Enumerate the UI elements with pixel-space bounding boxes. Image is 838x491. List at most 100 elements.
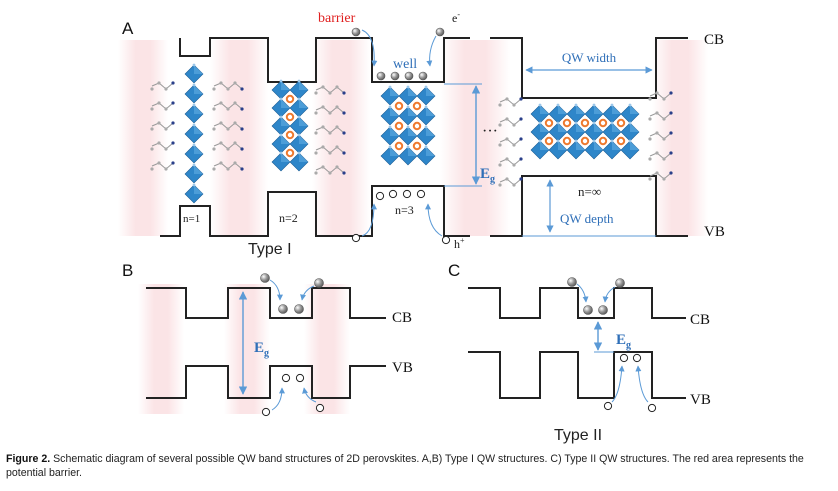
organic-chain xyxy=(150,121,175,131)
octahedron xyxy=(271,151,291,172)
qw-depth-label: QW depth xyxy=(560,211,614,226)
vb-label-c: VB xyxy=(690,392,711,408)
hole-label: h+ xyxy=(454,236,465,251)
octahedron xyxy=(184,143,204,164)
n1-label: n=1 xyxy=(183,213,200,225)
perovskite-layers xyxy=(150,63,673,204)
eg-label-b: Eg xyxy=(254,340,269,359)
octahedron xyxy=(184,183,204,204)
octahedron xyxy=(289,151,309,172)
vb-label-b: VB xyxy=(392,360,413,376)
barrier-shading-a xyxy=(118,40,708,236)
organic-chain xyxy=(648,111,673,121)
ellipsis: ··· xyxy=(482,123,498,140)
figure-label: Figure 2. xyxy=(6,453,51,465)
organic-chain xyxy=(498,157,523,167)
electron-label: e- xyxy=(452,10,460,25)
organic-chain xyxy=(150,161,175,171)
organic-chain xyxy=(648,151,673,161)
a-site-cation xyxy=(598,118,608,128)
organic-chain xyxy=(648,171,673,181)
a-site-cation xyxy=(562,136,572,146)
n2-label: n=2 xyxy=(279,211,298,225)
vb-line-c xyxy=(468,351,686,399)
organic-chain xyxy=(498,177,523,187)
octahedron xyxy=(602,139,622,160)
n3-label: n=3 xyxy=(395,203,414,217)
octahedron xyxy=(530,139,550,160)
a-site-cation xyxy=(394,141,404,151)
octahedron xyxy=(416,125,436,146)
type2-label: Type II xyxy=(554,427,602,444)
cb-label-a: CB xyxy=(704,32,724,48)
eg-label-c: Eg xyxy=(616,332,631,351)
octahedron xyxy=(184,83,204,104)
a-site-cation xyxy=(616,136,626,146)
barrier-label: barrier xyxy=(318,11,356,26)
organic-chain xyxy=(648,131,673,141)
octahedron xyxy=(380,85,400,106)
organic-chain xyxy=(314,145,346,155)
octahedron xyxy=(548,139,568,160)
a-site-cation xyxy=(394,121,404,131)
panel-a-label: A xyxy=(122,19,134,38)
panel-c: Eg C CB VB Type II xyxy=(448,261,711,444)
a-site-cation xyxy=(544,136,554,146)
organic-chain xyxy=(150,81,175,91)
organic-chain xyxy=(314,165,346,175)
octahedron xyxy=(398,125,418,146)
vb-line-b xyxy=(146,365,386,399)
octahedron xyxy=(289,79,309,100)
octahedron xyxy=(620,121,640,142)
cb-line-b xyxy=(146,287,386,319)
panel-b-label: B xyxy=(122,261,133,280)
organic-chain xyxy=(314,85,346,95)
a-site-cation xyxy=(285,148,295,158)
octahedron xyxy=(548,103,568,124)
organic-chain xyxy=(212,141,244,151)
octahedron xyxy=(566,139,586,160)
octahedron xyxy=(184,103,204,124)
organic-chain xyxy=(212,121,244,131)
organic-chain xyxy=(212,161,244,171)
octahedron xyxy=(184,123,204,144)
organic-chain xyxy=(498,97,523,107)
a-site-cation xyxy=(544,118,554,128)
organic-chain xyxy=(498,137,523,147)
barrier-shading-b xyxy=(138,284,350,414)
carriers-b xyxy=(260,273,325,417)
eg-label-a: Eg xyxy=(480,166,495,185)
a-site-cation xyxy=(616,118,626,128)
octahedron xyxy=(530,121,550,142)
figure-caption: Figure 2. Schematic diagram of several p… xyxy=(6,452,832,480)
a-site-cation xyxy=(412,101,422,111)
organic-chain xyxy=(212,101,244,111)
octahedron xyxy=(184,63,204,84)
octahedron xyxy=(184,163,204,184)
octahedron xyxy=(380,125,400,146)
octahedron xyxy=(380,105,400,126)
organic-chain xyxy=(648,91,673,101)
a-site-cation xyxy=(580,136,590,146)
a-site-cation xyxy=(580,118,590,128)
octahedron xyxy=(416,105,436,126)
octahedron xyxy=(398,85,418,106)
organic-chain xyxy=(150,141,175,151)
type1-label: Type I xyxy=(248,241,292,258)
a-site-cation xyxy=(562,118,572,128)
octahedron xyxy=(416,85,436,106)
well-label: well xyxy=(393,57,417,72)
a-site-cation xyxy=(285,94,295,104)
octahedron xyxy=(584,139,604,160)
octahedron xyxy=(289,115,309,136)
octahedron xyxy=(271,79,291,100)
organic-chain xyxy=(150,101,175,111)
panel-c-label: C xyxy=(448,261,460,280)
octahedron xyxy=(416,145,436,166)
qw-width-label: QW width xyxy=(562,50,617,65)
octahedron xyxy=(398,145,418,166)
octahedron xyxy=(548,121,568,142)
octahedron xyxy=(584,121,604,142)
cb-line-a xyxy=(179,37,688,99)
octahedron xyxy=(380,145,400,166)
